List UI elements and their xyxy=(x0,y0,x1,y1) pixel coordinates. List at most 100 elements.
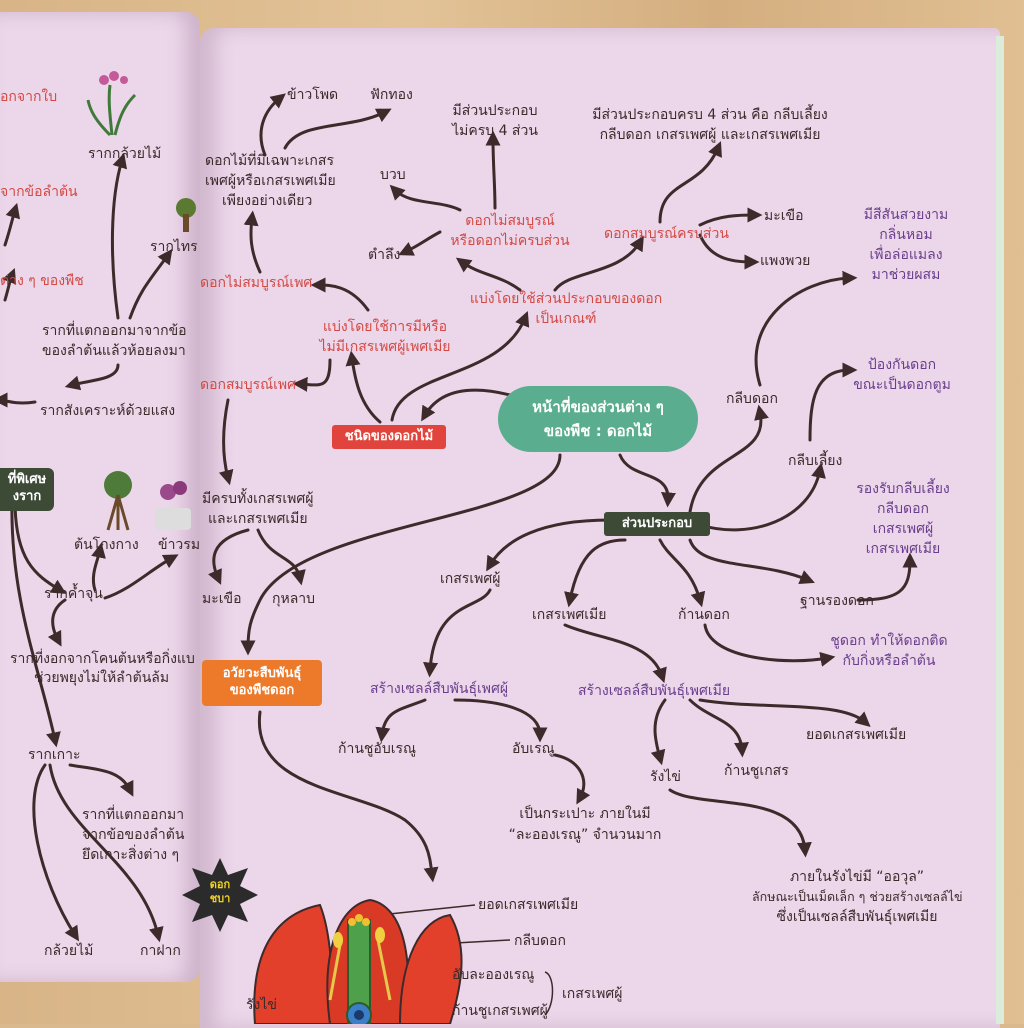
sepal-fn-a: ป้องกันดอก xyxy=(867,357,937,373)
mangrove-icon xyxy=(104,471,132,531)
arrow-male-anther xyxy=(453,698,548,743)
arrow-pistil-female xyxy=(563,623,667,684)
rose-label: กุหลาบ xyxy=(272,591,316,607)
cucumber-label: ตำลึง xyxy=(368,247,401,263)
by-parts-label-a: แบ่งโดยใช้ส่วนประกอบของดอก xyxy=(469,291,663,307)
arrow-types-sex xyxy=(345,350,382,424)
arrow-sex-complete xyxy=(292,358,332,392)
pedicel-label: ก้านดอก xyxy=(678,607,730,623)
arrow-both-rose xyxy=(256,528,306,586)
left-label-cling-desc-c: ยึดเกาะสิ่งต่าง ๆ xyxy=(82,847,180,863)
left-label-leaf: อกจากใบ xyxy=(0,89,58,105)
anther-label: อับเรณู xyxy=(512,741,555,757)
stigma-label: ยอดเกสรเพศเมีย xyxy=(806,727,907,743)
incomplete-sex-label: ดอกไม่สมบูรณ์เพศ xyxy=(200,275,313,291)
banyan-tree-icon xyxy=(176,198,196,232)
arrow-complete-full xyxy=(658,141,722,224)
left-label-mistletoe: กาฝาก xyxy=(140,943,181,959)
arrow-female-style xyxy=(688,698,749,758)
arrow-parts-petal xyxy=(688,404,769,514)
left-label-prop-desc-b: ช่วยพยุงไม่ให้ลำต้นล้ม xyxy=(34,670,170,686)
receptacle-fn-a: รองรับกลีบเลี้ยง xyxy=(856,481,950,497)
arrow-parts-incomplete xyxy=(455,257,522,292)
anther-fn-a: เป็นกระเปาะ ภายในมี xyxy=(519,806,651,822)
left-label-cling-desc-a: รากที่แตกออกมา xyxy=(82,807,185,823)
eggplant-label-2: มะเขือ xyxy=(764,208,804,224)
by-sex-label-a: แบ่งโดยใช้การมีหรือ xyxy=(322,319,448,335)
filament-label: ก้านชูอับเรณู xyxy=(338,741,416,757)
special-roots-box: ที่พิเศษ งราก xyxy=(0,468,54,511)
arrow-prop-mangrove xyxy=(91,542,106,592)
arrow-sex-incomplete xyxy=(310,277,370,312)
unisex-desc-c: เพียงอย่างเดียว xyxy=(222,193,313,209)
arrow-female-ovary xyxy=(650,698,667,766)
petal-label: กลีบดอก xyxy=(726,391,778,407)
arrow-complete-both xyxy=(218,398,234,486)
receptacle-fn-b: กลีบดอก xyxy=(877,501,929,517)
full-parts-b: กลีบดอก เกสรเพศผู้ และเกสรเพศเมีย xyxy=(599,127,821,143)
arrow-unisex-pumpkin xyxy=(283,108,392,150)
petal-fn-c: เพื่อล่อแมลง xyxy=(869,247,943,263)
unisex-desc-a: ดอกไม้ที่มีเฉพาะเกสร xyxy=(205,153,334,169)
sepal-label: กลีบเลี้ยง xyxy=(788,453,843,469)
arrow-unisex-corn xyxy=(259,93,286,157)
hibiscus-burst-label-a: ดอก xyxy=(209,878,231,891)
arrow-left-orchid xyxy=(110,152,128,320)
arrow-petal-fn xyxy=(754,270,858,387)
left-label-banyan: รากไทร xyxy=(150,239,198,255)
left-label-various: ต่าง ๆ ของพืช xyxy=(0,273,84,289)
by-sex-label-b: ไม่มีเกสรเพศผู้เพศเมีย xyxy=(319,339,451,355)
arrow-sepal-fn xyxy=(808,362,858,442)
leader-stigma xyxy=(379,904,476,916)
left-label-cling-desc-b: จากข้อของลำต้น xyxy=(82,827,185,843)
hibiscus-flower-illustration xyxy=(253,898,463,1024)
arrow-left-aerial xyxy=(64,363,120,391)
orchid-plant-icon xyxy=(86,71,137,137)
incomplete-label-a: ดอกไม่สมบูรณ์ xyxy=(465,213,555,229)
arrow-parts-receptacle xyxy=(688,538,815,585)
left-label-orchid-root: รากกล้วยไม้ xyxy=(88,146,162,162)
papaya-label: แพงพวย xyxy=(760,253,811,269)
petal-fn-d: มาช่วยผสม xyxy=(871,267,941,283)
arrow-parts-pistil xyxy=(564,538,627,608)
male-cell-label: สร้างเซลล์สืบพันธุ์เพศผู้ xyxy=(370,681,509,697)
reproductive-organs-box: อวัยวะสืบพันธุ์ ของพืชดอก xyxy=(202,660,322,706)
pumpkin-label: ฟักทอง xyxy=(370,87,413,103)
left-label-photosynthetic: รากสังเคราะห์ด้วยแสง xyxy=(40,403,176,419)
diagram-pollen-label: อับละอองเรณู xyxy=(452,967,535,983)
arrow-stamen-male xyxy=(423,588,492,678)
arrow-left-photo xyxy=(0,392,37,408)
complete-sex-label: ดอกสมบูรณ์เพศ xyxy=(200,377,297,393)
left-label-aerial-b: ของลำต้นแล้วห้อยลงมา xyxy=(42,343,186,359)
arrow-left-cling xyxy=(10,498,61,748)
arrow-incomplete-cucumber xyxy=(398,230,442,256)
arrow-cling-desc xyxy=(68,763,134,797)
left-label-aerial-a: รากที่แตกออกมาจากข้อ xyxy=(42,323,187,339)
diagram-petal-label: กลีบดอก xyxy=(514,933,566,949)
arrow-prop-plant xyxy=(103,554,179,600)
both-desc-a: มีครบทั้งเกสรเพศผู้ xyxy=(202,491,314,507)
left-label-stem: จากข้อลำต้น xyxy=(0,184,78,200)
petal-fn-b: กลิ่นหอม xyxy=(879,227,933,243)
reproductive-organs-box-b: ของพืชดอก xyxy=(229,683,295,698)
arrow-prop-desc xyxy=(47,598,67,647)
arrow-left-stem xyxy=(3,202,21,247)
arrow-parts-pedicel xyxy=(658,538,706,608)
left-label-prop-desc-a: รากที่งอกจากโคนต้นหรือกิ่งแบ xyxy=(10,651,195,667)
arrow-incomplete-missing xyxy=(485,130,501,210)
arrow-female-stigma xyxy=(698,698,871,727)
stamen-label: เกสรเพศผู้ xyxy=(440,571,501,587)
sepal-fn-b: ขณะเป็นดอกตูม xyxy=(853,377,951,393)
arrow-incomplete-gourd xyxy=(389,184,462,212)
eggplant-label-1: มะเขือ xyxy=(202,591,242,607)
unisex-desc-b: เพศผู้หรือเกสรเพศเมีย xyxy=(205,173,336,189)
arrow-male-filament xyxy=(375,698,427,743)
center-topic-line2: ของพืช : ดอกไม้ xyxy=(543,422,653,440)
ovary-fn-c: ซึ่งเป็นเซลล์สืบพันธุ์เพศเมีย xyxy=(776,909,938,925)
arrow-pedicel-fn xyxy=(703,623,836,667)
arrow-parts-sepal xyxy=(698,462,826,532)
right-page xyxy=(200,28,1000,1028)
arrow-incomplete-unisex xyxy=(243,210,262,274)
arrow-parts-complete xyxy=(553,235,644,292)
special-roots-box-b: งราก xyxy=(12,489,42,504)
